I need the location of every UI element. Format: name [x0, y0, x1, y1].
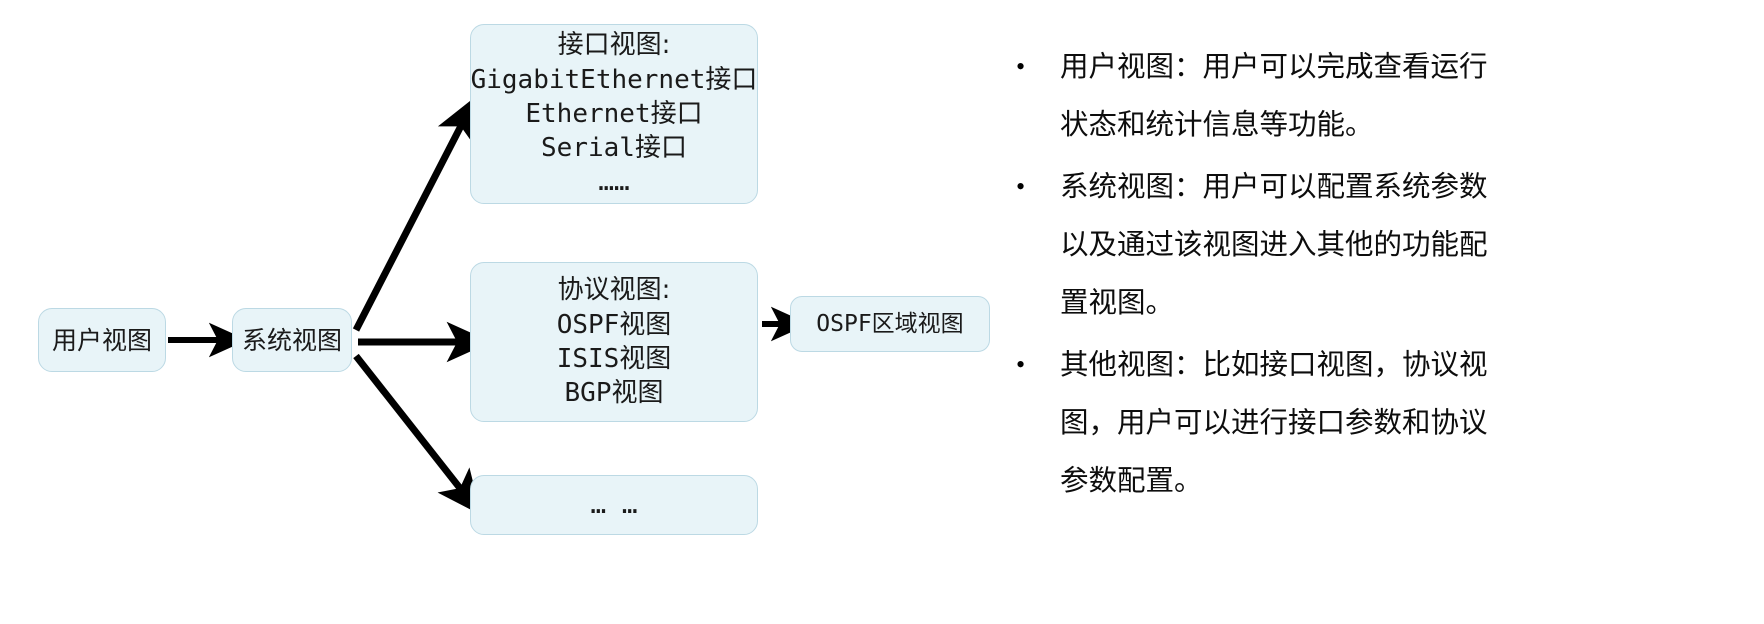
protocol-view-title: 协议视图:: [557, 275, 671, 306]
node-user-view-label: 用户视图: [51, 325, 152, 355]
arrow-system-to-interface: [352, 95, 477, 332]
node-protocol-view[interactable]: 协议视图: OSPF视图 ISIS视图 BGP视图: [470, 262, 758, 422]
node-other-view[interactable]: … …: [470, 475, 758, 535]
bullet-dot-icon: •: [1016, 52, 1026, 81]
node-user-view[interactable]: 用户视图: [38, 308, 166, 372]
node-system-view[interactable]: 系统视图: [232, 308, 352, 372]
note-line: 用户视图：用户可以完成查看运行: [1060, 50, 1488, 83]
node-interface-view[interactable]: 接口视图: GigabitEthernet接口 Ethernet接口 Seria…: [470, 24, 758, 204]
bullet-dot-icon: •: [1016, 172, 1026, 201]
other-view-note: 其他视图：比如接口视图，协议视 图，用户可以进行接口参数和协议 参数配置。: [1060, 336, 1553, 510]
note-line: 参数配置。: [1060, 464, 1203, 497]
list-item: • 其他视图：比如接口视图，协议视 图，用户可以进行接口参数和协议 参数配置。: [1008, 336, 1553, 510]
node-ospf-area-view[interactable]: OSPF区域视图: [790, 296, 990, 352]
interface-view-ellipsis: ……: [598, 167, 630, 198]
note-line: 其他视图：比如接口视图，协议视: [1060, 348, 1488, 381]
note-line: 图，用户可以进行接口参数和协议: [1060, 406, 1488, 439]
note-line: 置视图。: [1060, 286, 1175, 319]
node-system-view-label: 系统视图: [241, 325, 342, 355]
note-line: 以及通过该视图进入其他的功能配: [1060, 228, 1488, 261]
bullet-dot-icon: •: [1016, 350, 1026, 379]
list-item: • 系统视图：用户可以配置系统参数 以及通过该视图进入其他的功能配 置视图。: [1008, 158, 1553, 332]
protocol-view-item-bgp: BGP视图: [564, 378, 664, 409]
note-line: 状态和统计信息等功能。: [1060, 108, 1374, 141]
node-other-view-label: … …: [590, 489, 638, 520]
node-ospf-area-view-label: OSPF区域视图: [816, 310, 964, 337]
note-line: 系统视图：用户可以配置系统参数: [1060, 170, 1488, 203]
interface-view-item-gigabitethernet: GigabitEthernet接口: [470, 64, 758, 95]
user-view-note: 用户视图：用户可以完成查看运行 状态和统计信息等功能。: [1060, 38, 1553, 154]
interface-view-item-ethernet: Ethernet接口: [525, 98, 703, 129]
list-item: • 用户视图：用户可以完成查看运行 状态和统计信息等功能。: [1008, 38, 1553, 154]
interface-view-item-serial: Serial接口: [541, 133, 687, 164]
protocol-view-item-isis: ISIS视图: [556, 344, 672, 374]
notes-list: • 用户视图：用户可以完成查看运行 状态和统计信息等功能。 • 系统视图：用户可…: [1008, 38, 1553, 514]
interface-view-title: 接口视图:: [557, 30, 671, 61]
protocol-view-item-ospf: OSPF视图: [556, 309, 672, 340]
system-view-note: 系统视图：用户可以配置系统参数 以及通过该视图进入其他的功能配 置视图。: [1060, 158, 1553, 332]
arrow-system-to-other: [353, 353, 482, 516]
